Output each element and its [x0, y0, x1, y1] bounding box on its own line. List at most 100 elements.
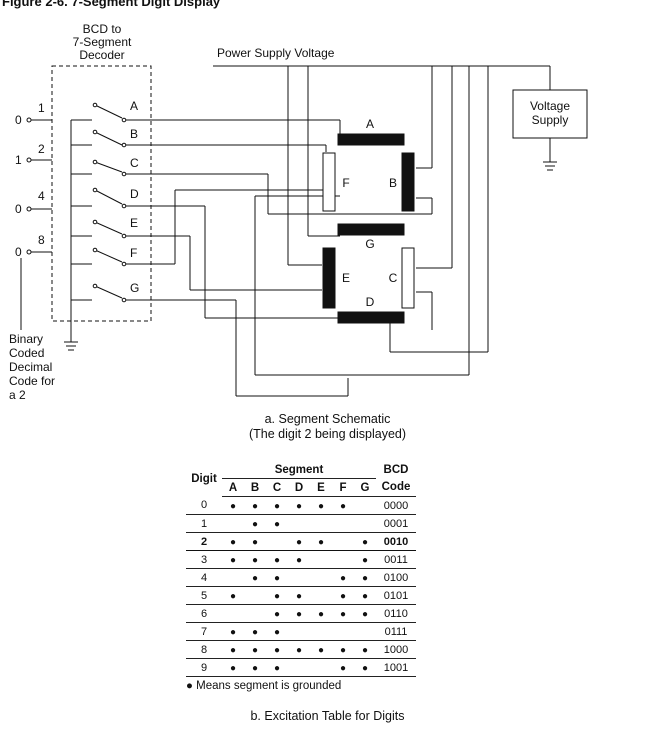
digit-cell: 9	[186, 658, 222, 677]
bcd-code-cell: 0010	[376, 532, 416, 551]
header-segment-e: E	[310, 478, 332, 497]
segment-cell-a: ●	[222, 622, 244, 641]
header-segment: Segment	[222, 461, 376, 479]
segment-cell-d: ●	[288, 496, 310, 515]
segment-cell-f: ●	[332, 604, 354, 623]
grounded-dot: ●	[273, 554, 281, 566]
segment-cell-d: ●	[288, 586, 310, 605]
segment-cell-a: ●	[222, 586, 244, 605]
segment-cell-d: ●	[288, 550, 310, 569]
grounded-dot: ●	[339, 500, 347, 512]
table-row: 6●●●●●0110	[186, 604, 416, 623]
segment-cell-e	[310, 550, 332, 569]
grounded-dot: ●	[251, 662, 259, 674]
grounded-dot: ●	[251, 536, 259, 548]
grounded-dot: ●	[251, 500, 259, 512]
switch-c	[71, 159, 151, 177]
bcd-code-cell: 0001	[376, 514, 416, 533]
segment-cell-c: ●	[266, 604, 288, 623]
power-label: Power Supply Voltage	[217, 46, 335, 60]
segment-cell-g: ●	[354, 532, 376, 551]
switch-label-e: E	[130, 216, 138, 230]
segment-cell-e: ●	[310, 496, 332, 515]
segment-cell-b: ●	[244, 622, 266, 641]
grounded-dot: ●	[339, 572, 347, 584]
segment-cell-g: ●	[354, 550, 376, 569]
grounded-dot: ●	[251, 626, 259, 638]
table-row: 9●●●●●1001	[186, 658, 416, 677]
header-segment-b: B	[244, 478, 266, 497]
segment-cell-f: ●	[332, 658, 354, 677]
grounded-dot: ●	[273, 590, 281, 602]
decoder-label-line2: 7-Segment	[73, 35, 132, 49]
segment-cell-f	[332, 532, 354, 551]
grounded-dot: ●	[229, 644, 237, 656]
legend-note: ● Means segment is grounded	[186, 680, 342, 692]
segment-cell-f	[332, 622, 354, 641]
grounded-dot: ●	[273, 662, 281, 674]
segment-d	[337, 311, 405, 324]
segment-cell-d	[288, 622, 310, 641]
bcd-note-line4: Code for	[9, 374, 55, 388]
grounded-dot: ●	[317, 500, 325, 512]
segment-cell-d: ●	[288, 532, 310, 551]
grounded-dot: ●	[317, 608, 325, 620]
segment-cell-d	[288, 514, 310, 533]
segment-cell-b: ●	[244, 568, 266, 587]
digit-cell: 6	[186, 604, 222, 623]
segment-cell-e	[310, 568, 332, 587]
segment-schematic: BCD to 7-Segment Decoder Power Supply Vo…	[9, 22, 588, 402]
input-weight-2: 2	[38, 142, 45, 156]
voltage-supply-line1: Voltage	[530, 99, 570, 113]
header-segment-c: C	[266, 478, 288, 497]
voltage-supply-line2: Supply	[532, 113, 569, 127]
segment-cell-e	[310, 586, 332, 605]
input-value-4: 0	[15, 202, 22, 216]
grounded-dot: ●	[339, 644, 347, 656]
input-weight-4: 4	[38, 189, 45, 203]
switch-label-f: F	[130, 246, 137, 260]
segment-cell-b	[244, 586, 266, 605]
segment-cell-c: ●	[266, 568, 288, 587]
segment-cell-f	[332, 550, 354, 569]
segment-cell-g	[354, 514, 376, 533]
segment-cell-e: ●	[310, 532, 332, 551]
segment-cell-e	[310, 658, 332, 677]
segment-cell-c: ●	[266, 586, 288, 605]
segment-label-g: G	[365, 237, 374, 251]
grounded-dot: ●	[273, 572, 281, 584]
grounded-dot: ●	[251, 644, 259, 656]
segment-cell-f: ●	[332, 586, 354, 605]
segment-cell-b: ●	[244, 532, 266, 551]
segment-cell-g: ●	[354, 640, 376, 659]
table-row: 1●●0001	[186, 514, 416, 533]
input-value-1: 0	[15, 113, 22, 127]
switch-b	[71, 129, 151, 148]
segment-label-c: C	[389, 271, 398, 285]
segment-cell-d	[288, 658, 310, 677]
grounded-dot: ●	[273, 608, 281, 620]
switch-g	[92, 283, 151, 303]
segment-cell-b: ●	[244, 658, 266, 677]
switch-d	[71, 187, 151, 209]
segment-cell-a	[222, 568, 244, 587]
header-segment-g: G	[354, 478, 376, 497]
grounded-dot: ●	[229, 500, 237, 512]
segment-a	[337, 133, 405, 146]
segment-g	[337, 223, 405, 236]
grounded-dot: ●	[273, 644, 281, 656]
segment-cell-b: ●	[244, 514, 266, 533]
caption-schematic: a. Segment Schematic (The digit 2 being …	[0, 412, 655, 442]
header-segment-f: F	[332, 478, 354, 497]
caption-table: b. Excitation Table for Digits	[250, 709, 405, 723]
grounded-dot: ●	[295, 536, 303, 548]
bcd-code-cell: 0011	[376, 550, 416, 569]
segment-cell-a: ●	[222, 496, 244, 515]
grounded-dot: ●	[251, 518, 259, 530]
grounded-dot: ●	[361, 590, 369, 602]
grounded-dot: ●	[295, 608, 303, 620]
bcd-code-cell: 0111	[376, 622, 416, 641]
segment-cell-g: ●	[354, 604, 376, 623]
digit-cell: 2	[186, 532, 222, 551]
